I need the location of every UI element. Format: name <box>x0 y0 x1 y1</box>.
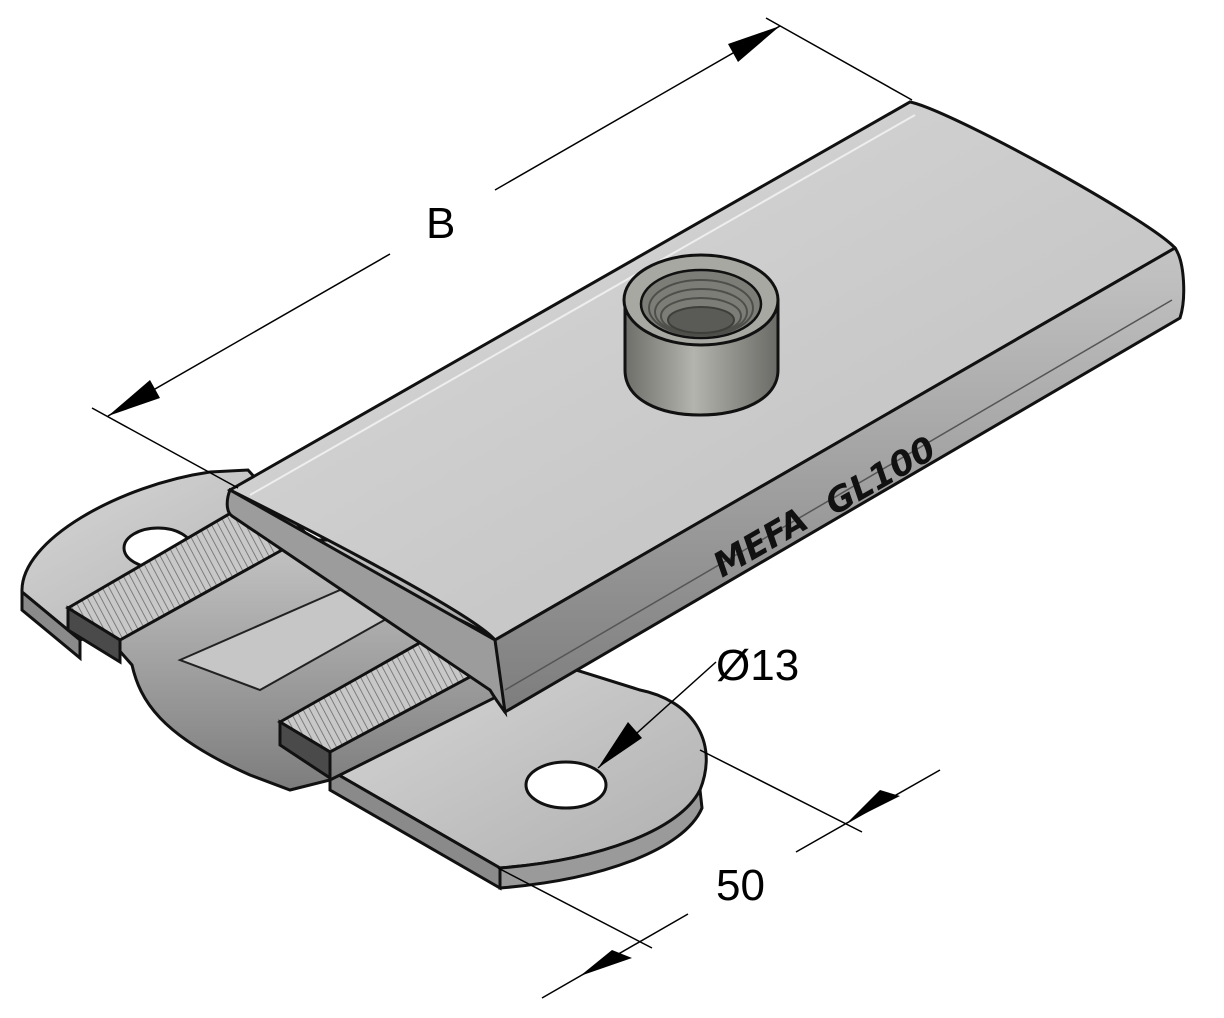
dimension-50 <box>497 749 941 999</box>
dimension-50-label: 50 <box>716 861 765 910</box>
threaded-nut <box>622 253 780 417</box>
dimension-hole <box>597 661 717 769</box>
mounting-hole-near <box>524 760 608 810</box>
dimension-b <box>91 17 913 489</box>
dimension-b-label: B <box>426 199 455 248</box>
dimension-50-arrow-top <box>848 790 900 822</box>
dimension-hole-label: Ø13 <box>716 641 799 690</box>
hole-leader-arrow <box>598 722 642 768</box>
dimension-arrow-left <box>108 380 160 416</box>
dimension-arrow-right <box>728 26 780 62</box>
dimension-50-arrow-bottom <box>580 950 632 976</box>
